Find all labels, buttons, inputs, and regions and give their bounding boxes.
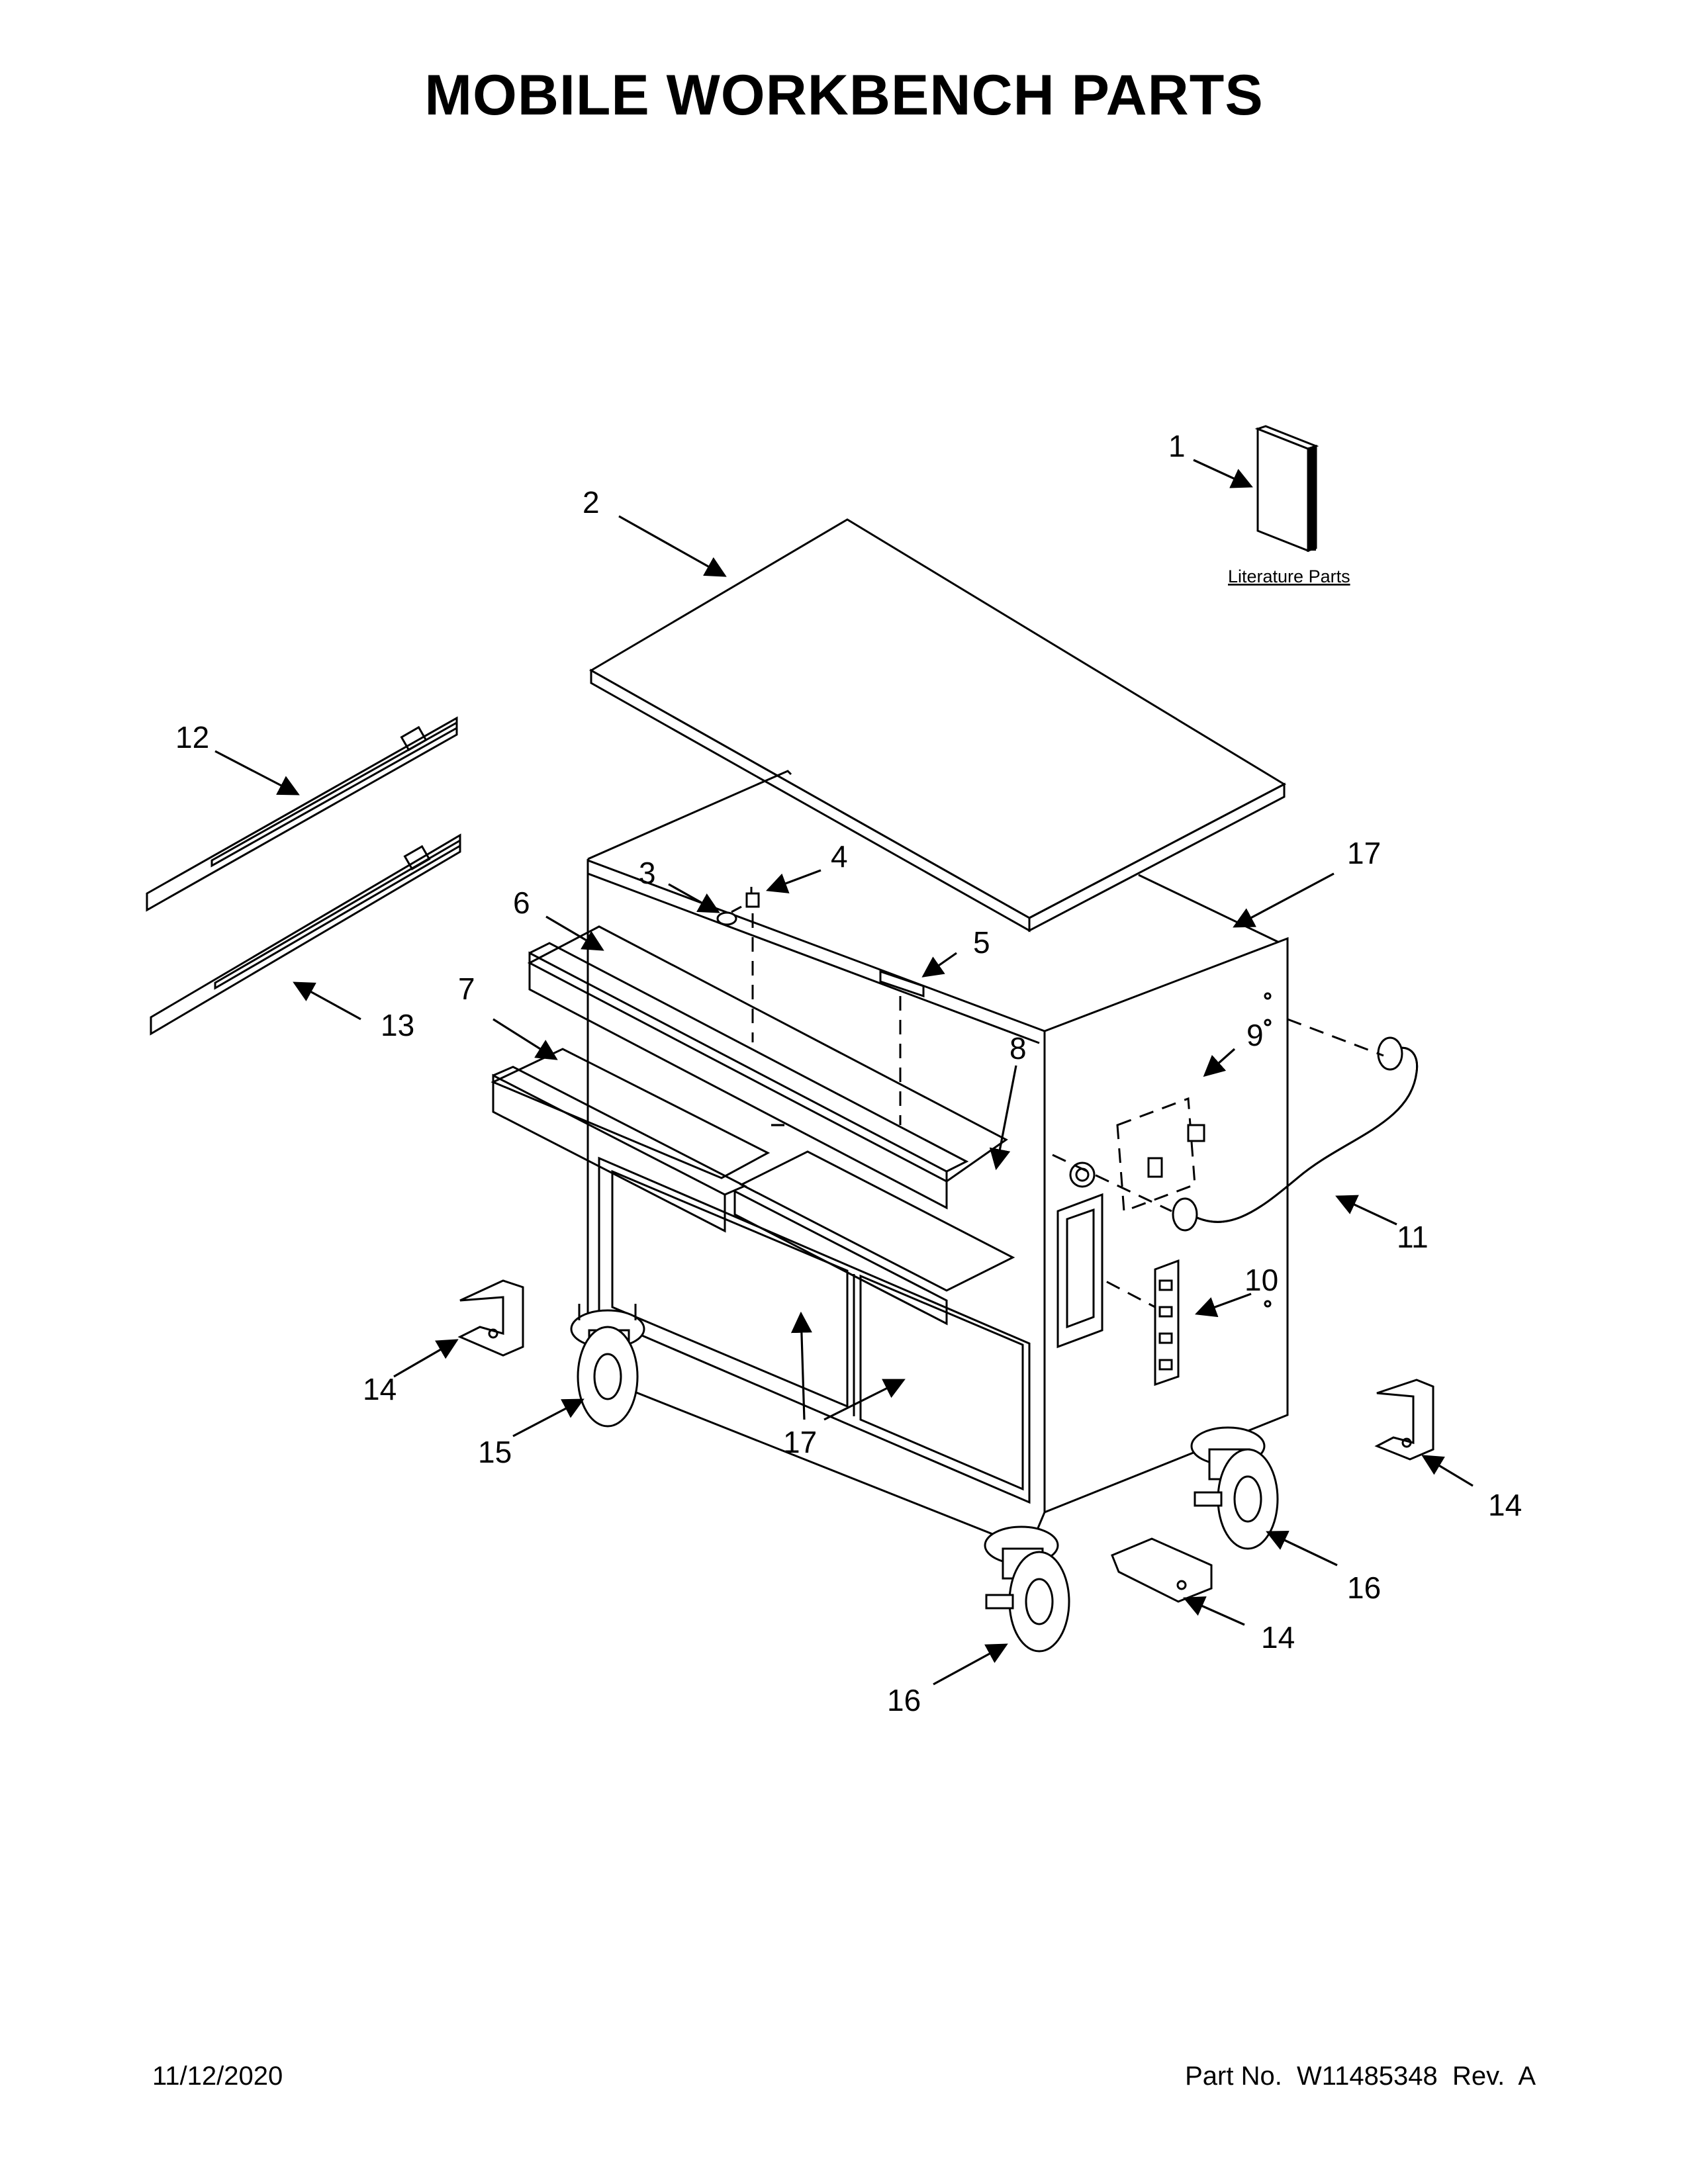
callout-8: 8 (1009, 1031, 1027, 1066)
callout-1: 1 (1168, 429, 1186, 463)
side-gauge (1069, 1161, 1096, 1188)
footer-date: 11/12/2020 (152, 2062, 283, 2091)
caster-bracket-front (1111, 1537, 1213, 1603)
drawer-slide-upper (146, 716, 458, 912)
side-handle (1172, 1036, 1419, 1232)
page-title: MOBILE WORKBENCH PARTS (424, 64, 1264, 127)
callout-9: 9 (1246, 1018, 1264, 1052)
worktop-panel (588, 518, 1287, 933)
footer-part-number: Part No. W11485348 Rev. A (1185, 2062, 1536, 2091)
callout-6: 6 (513, 886, 530, 920)
callout-14a: 14 (363, 1372, 397, 1406)
literature-parts-label: Literature Parts (1228, 567, 1350, 586)
callout-15: 15 (478, 1435, 512, 1469)
callout-17a: 17 (1347, 836, 1381, 870)
callout-5: 5 (973, 925, 990, 960)
name-badge (879, 970, 925, 998)
power-strip (1154, 1259, 1180, 1387)
drawer-upper (527, 925, 1008, 1210)
callout-3: 3 (639, 856, 656, 890)
callout-14b: 14 (1488, 1488, 1522, 1522)
callout-2: 2 (583, 485, 600, 520)
callout-13: 13 (381, 1008, 414, 1042)
drawer-slide-lower (150, 833, 461, 1036)
callout-12: 12 (175, 720, 209, 754)
callout-17b: 17 (783, 1425, 817, 1459)
mounting-screw (745, 887, 760, 908)
caster-swivel-left (570, 1304, 645, 1428)
drawer-lower (491, 1048, 1015, 1326)
cabinet-body (586, 770, 1289, 1550)
drawer-knob (716, 905, 742, 926)
caster-locking-right (1190, 1426, 1279, 1550)
callout-16b: 16 (887, 1683, 921, 1717)
callout-7: 7 (458, 972, 475, 1006)
callout-10: 10 (1244, 1263, 1278, 1297)
side-slot (1056, 1193, 1103, 1349)
callout-11: 11 (1397, 1220, 1429, 1254)
caster-bracket-right (1374, 1379, 1434, 1461)
callout-16a: 16 (1347, 1570, 1381, 1605)
caster-locking-front (984, 1525, 1070, 1653)
literature-booklet (1254, 425, 1319, 553)
caster-bracket-left (457, 1279, 524, 1357)
callout-14c: 14 (1261, 1620, 1295, 1655)
bracket-set (1116, 1097, 1205, 1213)
leader-lines (214, 459, 1474, 1686)
callout-4: 4 (831, 839, 848, 874)
